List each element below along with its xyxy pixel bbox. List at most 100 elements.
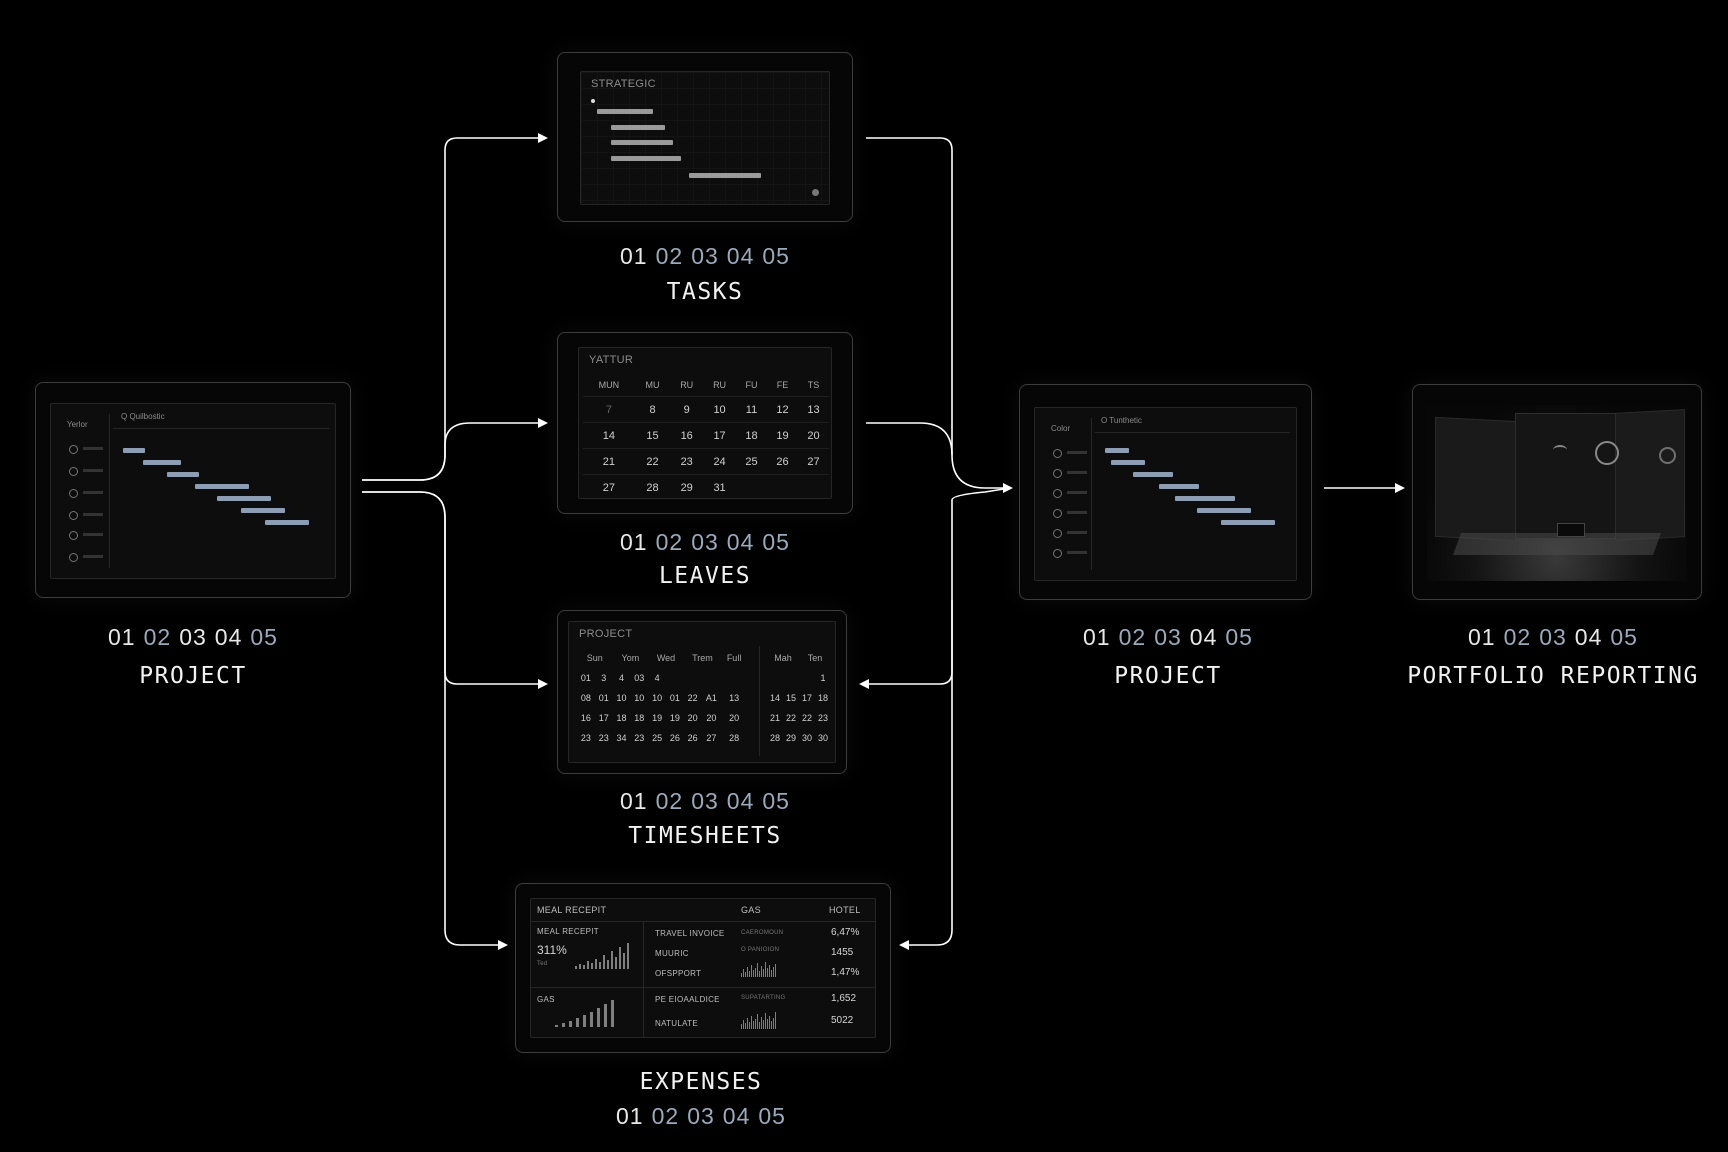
calendar-day[interactable]: 24 bbox=[703, 448, 736, 475]
timesheet-cell[interactable]: 20 bbox=[687, 713, 698, 723]
hotel-value-1: 6,47% bbox=[831, 927, 860, 938]
calendar-day[interactable]: 28 bbox=[634, 474, 671, 498]
timesheet-cell[interactable]: 25 bbox=[652, 733, 663, 743]
calendar-day[interactable]: 12 bbox=[766, 396, 798, 423]
timesheet-cell[interactable]: 13 bbox=[729, 693, 740, 703]
timesheet-cell[interactable] bbox=[702, 668, 722, 688]
calendar-day[interactable]: 31 bbox=[703, 474, 736, 498]
timesheet-cell[interactable]: 21 bbox=[769, 713, 780, 723]
timesheet-day-header: Yom bbox=[621, 653, 640, 663]
timesheet-cell[interactable]: 22 bbox=[785, 713, 796, 723]
timesheet-cell[interactable] bbox=[721, 668, 747, 688]
calendar-day[interactable]: 29 bbox=[670, 474, 704, 498]
timesheet-cell[interactable]: 4 bbox=[618, 673, 624, 683]
calendar-day[interactable]: 22 bbox=[634, 448, 671, 475]
calendar-day[interactable] bbox=[736, 474, 767, 498]
timesheet-cell[interactable]: 23 bbox=[580, 733, 591, 743]
calendar-day[interactable]: 27 bbox=[797, 448, 829, 475]
calendar-day[interactable]: 10 bbox=[703, 396, 736, 423]
timesheet-day-header: Full bbox=[726, 653, 742, 663]
tasks-card[interactable]: STRATEGIC bbox=[557, 52, 853, 222]
calendar-day[interactable]: 7 bbox=[583, 396, 635, 423]
calendar-day[interactable]: 27 bbox=[583, 474, 635, 498]
connector-leaves-to-project bbox=[866, 422, 953, 456]
timesheet-cell[interactable]: 29 bbox=[785, 733, 796, 743]
timesheet-cell[interactable]: 03 bbox=[634, 673, 645, 683]
portfolio-card[interactable] bbox=[1412, 384, 1702, 600]
timesheet-cell[interactable]: 30 bbox=[801, 733, 812, 743]
timesheet-cell[interactable]: 01 bbox=[598, 693, 609, 703]
timesheet-cell[interactable]: 15 bbox=[785, 693, 796, 703]
timesheet-cell[interactable]: 17 bbox=[598, 713, 609, 723]
timesheet-cell[interactable]: 28 bbox=[769, 733, 780, 743]
timesheet-cell[interactable]: 18 bbox=[616, 713, 627, 723]
calendar-day[interactable]: 23 bbox=[670, 448, 704, 475]
timesheet-cell[interactable]: 19 bbox=[652, 713, 663, 723]
timesheet-cell[interactable]: 23 bbox=[817, 713, 828, 723]
timesheet-cell[interactable] bbox=[684, 668, 702, 688]
calendar-day[interactable]: 19 bbox=[766, 422, 798, 449]
project-left-card[interactable]: Yerlor Q Quilbostic bbox=[35, 382, 351, 598]
timesheet-cell[interactable] bbox=[783, 668, 799, 688]
timesheet-cell[interactable]: 26 bbox=[669, 733, 680, 743]
calendar-day[interactable]: 13 bbox=[797, 396, 829, 423]
timesheet-cell[interactable]: 20 bbox=[706, 713, 717, 723]
calendar-day[interactable]: 25 bbox=[736, 448, 767, 475]
calendar-day[interactable]: 15 bbox=[634, 422, 671, 449]
timesheet-cell[interactable]: 10 bbox=[652, 693, 663, 703]
search-label: O Tunthetic bbox=[1101, 416, 1142, 425]
timesheet-cell[interactable]: A1 bbox=[705, 693, 717, 703]
calendar-day[interactable] bbox=[797, 474, 829, 498]
calendar-day[interactable]: 16 bbox=[670, 422, 704, 449]
meal-sub: Ted bbox=[537, 961, 548, 967]
expense-item-2: MUURIC bbox=[655, 949, 689, 958]
tasks-label: TASKS bbox=[666, 279, 744, 305]
calendar-day[interactable]: 26 bbox=[766, 448, 798, 475]
calendar-day[interactable]: 21 bbox=[583, 448, 635, 475]
timesheet-cell[interactable]: 19 bbox=[669, 713, 680, 723]
timesheet-cell[interactable]: 26 bbox=[687, 733, 698, 743]
timesheet-cell[interactable]: 3 bbox=[601, 673, 607, 683]
timesheet-cell[interactable]: 17 bbox=[801, 693, 812, 703]
timesheet-cell[interactable]: 4 bbox=[654, 673, 660, 683]
project-right-card[interactable]: Color O Tunthetic bbox=[1019, 384, 1312, 600]
calendar-day[interactable]: 14 bbox=[583, 422, 635, 449]
timesheet-cell[interactable]: 28 bbox=[729, 733, 740, 743]
timesheet-cell[interactable]: 14 bbox=[769, 693, 780, 703]
timesheet-cell[interactable] bbox=[767, 668, 783, 688]
timesheet-cell[interactable]: 22 bbox=[801, 713, 812, 723]
timesheet-cell[interactable]: 27 bbox=[706, 733, 717, 743]
timesheet-cell[interactable]: 1 bbox=[820, 673, 826, 683]
calendar-day[interactable]: 11 bbox=[736, 396, 767, 423]
timesheet-cell[interactable]: 18 bbox=[817, 693, 828, 703]
timesheet-cell[interactable]: 10 bbox=[634, 693, 645, 703]
calendar-day[interactable] bbox=[766, 474, 798, 498]
timesheet-cell[interactable] bbox=[799, 668, 815, 688]
calendar-day[interactable]: 8 bbox=[634, 396, 671, 423]
timesheet-cell[interactable]: 10 bbox=[616, 693, 627, 703]
timesheet-cell[interactable] bbox=[666, 668, 684, 688]
calendar-day[interactable]: 20 bbox=[797, 422, 829, 449]
timesheet-cell[interactable]: 18 bbox=[634, 713, 645, 723]
portfolio-dashboard-image bbox=[1427, 405, 1687, 581]
weekday-header: FE bbox=[776, 380, 789, 390]
timesheet-cell[interactable]: 01 bbox=[580, 673, 591, 683]
timesheet-cell[interactable]: 23 bbox=[634, 733, 645, 743]
expense-item-4: PE EIOAALDICE bbox=[655, 995, 720, 1004]
timesheet-cell[interactable]: 20 bbox=[729, 713, 740, 723]
timesheet-cell[interactable]: 08 bbox=[580, 693, 591, 703]
timesheet-cell[interactable]: 34 bbox=[616, 733, 627, 743]
timesheet-cell[interactable]: 22 bbox=[687, 693, 698, 703]
timesheet-cell[interactable]: 01 bbox=[669, 693, 680, 703]
timesheet-cell[interactable]: 23 bbox=[598, 733, 609, 743]
timesheet-cell[interactable]: 30 bbox=[817, 733, 828, 743]
timesheet-cell[interactable]: 16 bbox=[580, 713, 591, 723]
calendar-day[interactable]: 9 bbox=[670, 396, 704, 423]
calendar-day[interactable]: 17 bbox=[703, 422, 736, 449]
expenses-card[interactable]: MEAL RECEPIT GAS HOTEL MEAL RECEPIT 311%… bbox=[515, 883, 891, 1053]
calendar-day[interactable]: 18 bbox=[736, 422, 767, 449]
